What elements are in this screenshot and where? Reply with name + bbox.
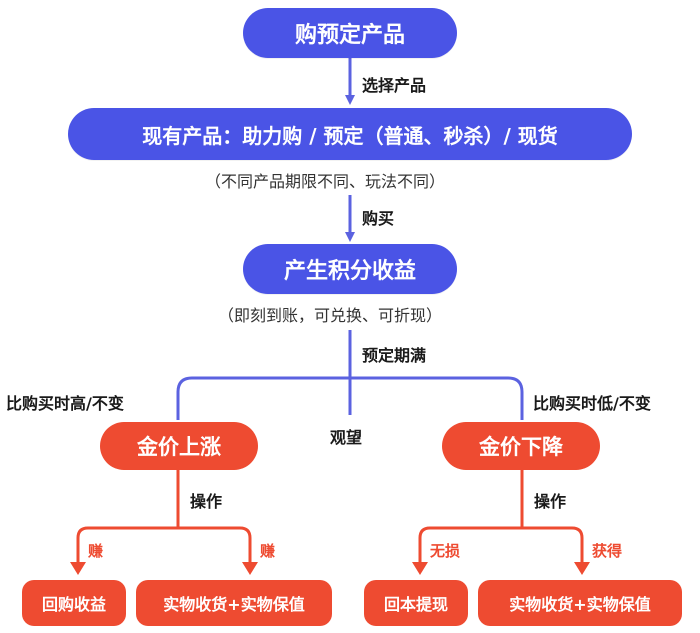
edge-gain-label: 获得 xyxy=(592,542,623,560)
earn-note: （即刻到账，可兑换、可折现） xyxy=(218,306,443,325)
node-earn-label: 产生积分收益 xyxy=(283,259,416,284)
node-out-physical-right-label: 实物收货+实物保值 xyxy=(509,595,651,614)
edge-maturity-label: 预定期满 xyxy=(362,346,427,365)
node-gold-up: 金价上涨 xyxy=(100,422,258,470)
edge-select-label: 选择产品 xyxy=(362,76,427,95)
node-products-label: 现有产品：助力购 / 预定（普通、秒杀）/ 现货 xyxy=(142,123,558,148)
products-note: （不同产品期限不同、玩法不同） xyxy=(205,172,446,191)
node-earn: 产生积分收益 xyxy=(243,244,457,294)
node-products: 现有产品：助力购 / 预定（普通、秒杀）/ 现货 xyxy=(68,108,632,160)
node-start-label: 购预定产品 xyxy=(294,23,405,48)
node-out-recover: 回本提现 xyxy=(364,580,468,626)
arrowhead-physical-left xyxy=(242,562,258,575)
arrowhead-recover xyxy=(412,562,428,575)
edge-op-right-label: 操作 xyxy=(534,492,567,511)
split-right xyxy=(418,526,584,570)
edge-watch-label: 观望 xyxy=(330,428,363,447)
edge-earn-b-label: 赚 xyxy=(260,542,276,560)
arrowhead-buyback xyxy=(70,562,86,575)
edge-buy-label: 购买 xyxy=(362,209,395,228)
edge-lower-label: 比购买时低/不变 xyxy=(533,394,651,413)
branch-line xyxy=(176,376,524,420)
node-start: 购预定产品 xyxy=(243,8,457,58)
edge-op-left-label: 操作 xyxy=(190,492,223,511)
node-gold-down: 金价下降 xyxy=(442,422,600,470)
edge-higher-label: 比购买时高/不变 xyxy=(6,394,124,413)
split-left xyxy=(76,526,252,570)
node-out-physical-left-label: 实物收货+实物保值 xyxy=(163,595,305,614)
node-gold-down-label: 金价下降 xyxy=(479,435,563,459)
edge-earn-a-label: 赚 xyxy=(88,542,104,560)
edge-no-loss-label: 无损 xyxy=(430,542,461,560)
node-gold-up-label: 金价上涨 xyxy=(137,435,221,459)
node-out-physical-right: 实物收货+实物保值 xyxy=(478,580,682,626)
arrowhead-physical-right xyxy=(574,562,590,575)
node-out-buyback: 回购收益 xyxy=(22,580,126,626)
node-out-recover-label: 回本提现 xyxy=(383,595,448,614)
node-out-physical-left: 实物收货+实物保值 xyxy=(136,580,332,626)
node-out-buyback-label: 回购收益 xyxy=(41,595,106,614)
